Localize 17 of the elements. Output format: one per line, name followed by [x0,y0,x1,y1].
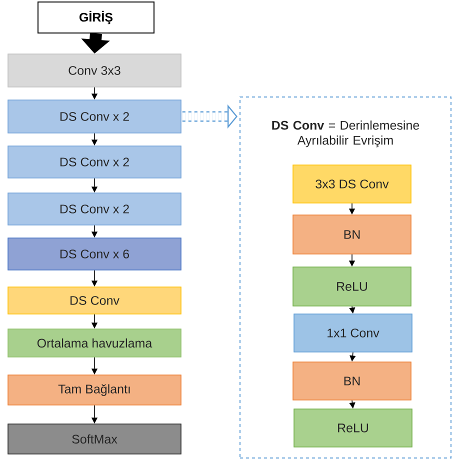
layer-box: BN [292,362,412,400]
layer-box: Tam Bağlantı [8,374,182,406]
panel-heading: DS Conv = Derinlemesine Ayrılabilir Evrişim [272,120,420,148]
layer-box: DS Conv x 2 [8,100,182,134]
layer-box: DS Conv x 2 [8,146,182,178]
layer-box: BN [292,214,412,254]
layer-box: DS Conv x 2 [8,192,182,226]
layer-box: DS Conv [8,286,182,314]
layer-box: ReLU [292,266,412,306]
layer-box: DS Conv x 6 [8,238,182,270]
layer-box: SoftMax [8,424,182,454]
input-box: GİRİŞ [38,2,154,34]
layer-box: Conv 3x3 [8,54,182,88]
layer-box: 1x1 Conv [294,314,412,352]
layer-box: 3x3 DS Conv [292,164,412,204]
layer-box: Ortalama havuzlama [8,328,182,358]
layer-box: ReLU [294,408,412,448]
